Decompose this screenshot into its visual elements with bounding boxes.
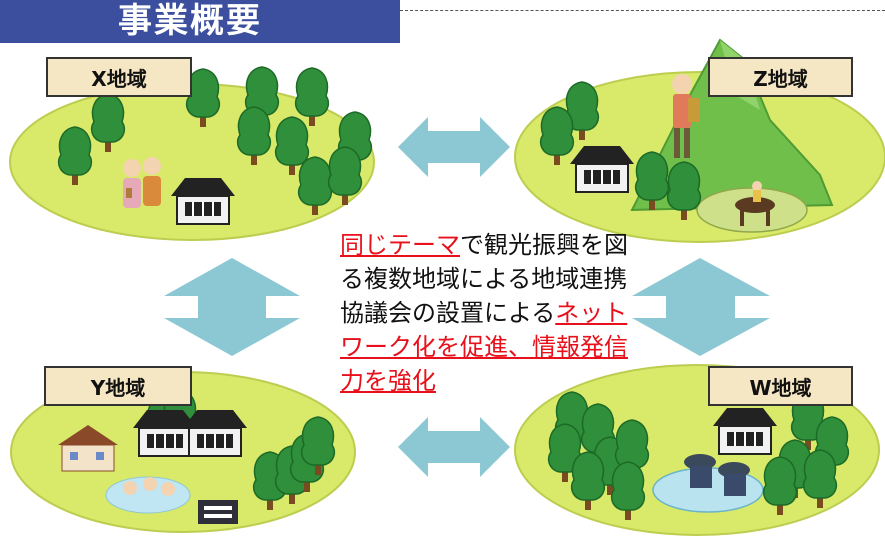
house-y-1 xyxy=(132,409,198,457)
farmers-w xyxy=(684,454,750,496)
emphasis-network: ネットワーク化を促進、情報発信力を強化 xyxy=(340,299,628,395)
house-w xyxy=(712,407,778,455)
description-body: で観光振興を図る複数地域による地域連携協議会の設置による xyxy=(340,231,628,327)
region-label-w: W地域 xyxy=(708,366,853,406)
building-y xyxy=(198,500,238,524)
arrow-bottom xyxy=(398,417,510,477)
cottage-y xyxy=(58,425,118,472)
title-bar xyxy=(0,0,400,43)
region-label-x: X地域 xyxy=(46,57,192,97)
center-description: 同じテーマで観光振興を図る複数地域による地域連携協議会の設置によるネットワーク化… xyxy=(340,228,630,398)
horse-rider-z xyxy=(735,181,775,226)
house-x xyxy=(170,177,236,225)
arrow-top xyxy=(398,117,510,177)
header-divider xyxy=(400,10,885,11)
arrow-left xyxy=(164,258,300,356)
house-y-2 xyxy=(182,409,248,457)
hiker-z xyxy=(672,74,700,158)
region-label-y: Y地域 xyxy=(44,366,192,406)
travelers-x xyxy=(123,157,161,208)
arrow-right xyxy=(632,258,770,356)
emphasis-same-theme: 同じテーマ xyxy=(340,231,460,259)
house-z xyxy=(569,145,635,193)
hot-spring-y xyxy=(105,476,191,514)
region-label-z: Z地域 xyxy=(708,57,853,97)
page-title: 事業概要 xyxy=(118,1,262,41)
